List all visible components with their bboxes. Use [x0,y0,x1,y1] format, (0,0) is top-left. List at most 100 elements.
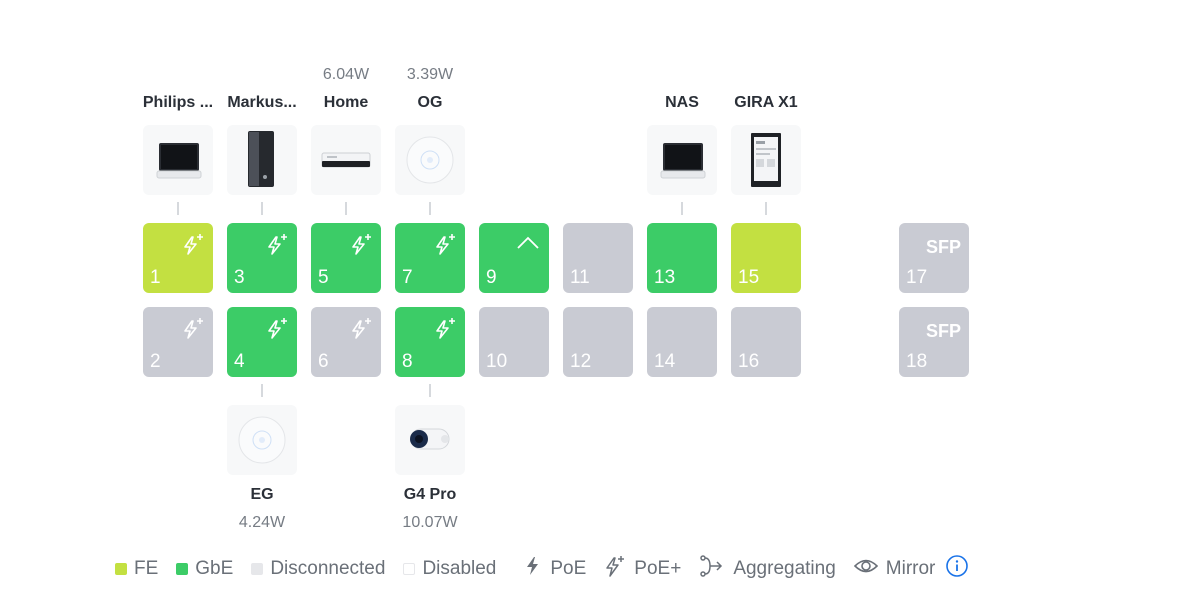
device-monitor[interactable] [647,125,717,195]
sfp-label: SFP [925,321,961,341]
legend-aggregating-label: Aggregating [733,558,836,579]
poe-plus-icon [181,232,205,261]
poe-icon [524,556,542,582]
port-4[interactable]: 4 [227,307,297,377]
port-number: 1 [150,267,161,288]
info-icon[interactable] [945,554,969,584]
legend-disabled-label: Disabled [422,558,497,579]
connector-line [681,202,683,215]
poe-plus-icon [181,316,205,345]
connector-line [177,202,179,215]
device-name: G4 Pro [403,486,457,503]
port-number: 3 [234,267,245,288]
device-access-point[interactable] [227,405,297,475]
port-number: 7 [402,267,413,288]
device-power: 6.04W [322,66,370,83]
device-name: Philips ... [142,94,214,111]
device-name: OG [417,94,443,111]
legend-disconnected-label: Disconnected [270,558,386,579]
device-power: 4.24W [238,514,286,531]
uplink-icon [515,232,541,257]
device-name: Markus... [227,94,297,111]
disabled-swatch [403,563,416,575]
port-number: 16 [738,351,760,372]
port-14[interactable]: 14 [647,307,717,377]
port-7[interactable]: 7 [395,223,465,293]
device-power: 3.39W [406,66,454,83]
legend-disabled: Disabled [403,558,496,580]
aggregating-icon [699,554,725,584]
device-name: Home [323,94,369,111]
legend-fe: FE [115,558,158,580]
legend-gbe: GbE [176,558,233,580]
legend-fe-label: FE [134,558,159,579]
disconnected-swatch [251,563,264,575]
device-monitor[interactable] [143,125,213,195]
port-12[interactable]: 12 [563,307,633,377]
port-number: 18 [906,351,928,372]
device-name: NAS [665,94,699,111]
port-number: 4 [234,351,245,372]
device-tower[interactable] [227,125,297,195]
port-number: 8 [402,351,413,372]
legend-poe-label: PoE [550,558,587,579]
legend: FE GbE Disconnected Disabled PoE PoE+ Ag… [115,554,969,584]
port-number: 10 [486,351,508,372]
device-name: EG [250,486,274,503]
legend-poe: PoE [524,556,586,582]
poe-plus-icon [265,232,289,261]
port-number: 17 [906,267,928,288]
port-11[interactable]: 11 [563,223,633,293]
legend-aggregating: Aggregating [699,554,836,584]
legend-poe-plus: PoE+ [604,555,681,583]
port-number: 13 [654,267,676,288]
port-18[interactable]: SFP 18 [899,307,969,377]
port-3[interactable]: 3 [227,223,297,293]
port-10[interactable]: 10 [479,307,549,377]
fe-swatch [115,563,127,575]
eye-icon [853,556,878,582]
port-16[interactable]: 16 [731,307,801,377]
connector-line [429,384,431,397]
port-5[interactable]: 5 [311,223,381,293]
port-number: 6 [318,351,329,372]
port-number: 2 [150,351,161,372]
poe-plus-icon [433,232,457,261]
port-number: 5 [318,267,329,288]
port-number: 14 [654,351,676,372]
poe-plus-icon [433,316,457,345]
port-6[interactable]: 6 [311,307,381,377]
legend-mirror-label: Mirror [885,558,936,579]
port-15[interactable]: 15 [731,223,801,293]
device-camera[interactable] [395,405,465,475]
legend-gbe-label: GbE [195,558,234,579]
device-power: 10.07W [402,514,458,531]
device-access-point[interactable] [395,125,465,195]
gbe-swatch [176,563,189,575]
port-2[interactable]: 2 [143,307,213,377]
legend-disconnected: Disconnected [251,558,385,580]
poe-plus-icon [604,555,626,583]
port-17[interactable]: SFP 17 [899,223,969,293]
port-13[interactable]: 13 [647,223,717,293]
port-1[interactable]: 1 [143,223,213,293]
poe-plus-icon [265,316,289,345]
connector-line [261,202,263,215]
legend-poe-plus-label: PoE+ [634,558,682,579]
sfp-label: SFP [925,237,961,257]
connector-line [261,384,263,397]
device-name: GIRA X1 [734,94,798,111]
port-number: 9 [486,267,497,288]
port-9[interactable]: 9 [479,223,549,293]
legend-mirror: Mirror [853,556,936,582]
port-number: 12 [570,351,592,372]
port-number: 11 [570,267,590,288]
device-hub[interactable] [311,125,381,195]
poe-plus-icon [349,232,373,261]
connector-line [345,202,347,215]
device-panel[interactable] [731,125,801,195]
port-8[interactable]: 8 [395,307,465,377]
connector-line [765,202,767,215]
connector-line [429,202,431,215]
poe-plus-icon [349,316,373,345]
